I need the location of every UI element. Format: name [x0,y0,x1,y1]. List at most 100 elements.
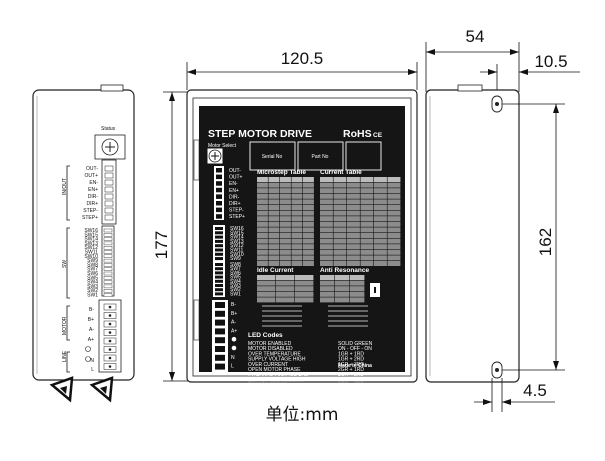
front-sw-label: SW2 [230,287,241,293]
table-cell [320,221,333,227]
table-cell [374,205,387,210]
left-inout-pin-label: DIR- [88,194,99,200]
table-cell [268,188,280,194]
front-inout-pin-label: STEP- [229,208,244,214]
front-terminal-screw [216,194,222,199]
table-cell [268,216,280,222]
table-cell [276,275,295,280]
dip-switch [215,231,223,235]
led-row-label: MOTOR DISABLED [248,346,293,352]
table-cell [303,205,314,210]
table-cell [291,177,303,182]
front-sw-label: SW11 [230,248,243,254]
table-cell [347,255,360,261]
table-cell [276,286,295,292]
part-box [297,141,344,171]
front-sw-label: SW16 [230,226,244,232]
table-cell [320,297,335,303]
table-cell [320,205,333,210]
switch-slot [103,280,113,284]
table-cell [280,216,291,222]
front-power-terminal [215,337,225,344]
microstep-table [257,177,314,266]
left-side-view: Status OUT-OUT+EN-EN+DIR-DIR+STEP-STEP+ … [32,84,135,403]
front-inout-connector [214,166,224,220]
switch-slot [103,228,113,233]
table-cell [257,182,268,188]
front-inout-pin-label: EN- [229,181,238,187]
table-cell [333,210,347,216]
table-cell [295,286,314,292]
table-cell [257,275,276,280]
table-cell [335,297,350,303]
dip-switch [215,244,223,248]
front-sw-label: SW8 [230,262,241,268]
table-cell [387,205,401,210]
table-cell [303,216,314,222]
front-sw-label: SW3 [230,283,241,289]
table-cell [303,249,314,255]
dip-switch [215,227,223,230]
left-line-pin-label: L [91,367,94,373]
front-power-terminal [215,328,225,335]
left-sw-pin-label: SW2 [87,288,98,294]
table-cell [333,255,347,261]
table-cell [320,193,333,199]
table-cell [347,227,360,233]
front-sw-switches [213,225,225,297]
table-cell [291,221,303,227]
left-sw-pin-label: SW13 [84,241,98,247]
table-cell [333,221,347,227]
table-cell [257,193,268,199]
left-sw-pin-label: SW12 [84,245,98,251]
table-cell [320,249,333,255]
left-inout-pin-label: EN- [89,180,98,186]
table-cell [387,193,401,199]
table-cell [257,210,268,216]
led-row-code: 1GR + 3RD [338,362,364,368]
table-cell [291,261,303,266]
left-sw-pin-label: SW10 [84,254,98,260]
front-power-terminal [215,319,225,326]
table-cell [347,238,360,244]
table-cell [333,205,347,210]
table-cell [276,297,295,303]
table-cell [333,249,347,255]
left-motor-pin-label: B+ [88,317,94,323]
terminal-slot [104,186,114,193]
dip-switch [215,288,223,292]
dip-switch [215,239,223,243]
dim-side-offset: 10.5 [534,52,567,71]
table-cell [360,188,374,194]
dip-switch [215,257,223,261]
right-view-body [425,89,520,383]
front-power-terminal [215,346,225,352]
table-cell [347,182,360,188]
blank-box [345,141,382,171]
table-cell [374,216,387,222]
switch-slot [103,263,113,267]
table-cell [268,210,280,216]
table-cell [374,261,387,266]
front-inout-pin-label: EN+ [229,188,239,194]
table-cell [320,233,333,238]
table-cell [320,199,333,205]
table-cell [347,177,360,182]
table-cell [303,182,314,188]
table-cell [268,193,280,199]
table-cell [387,188,401,194]
terminal-slot [104,172,114,179]
switch-slot [103,276,113,280]
table-cell [333,233,347,238]
table-cell [291,249,303,255]
table-cell [257,227,268,233]
table-cell [303,255,314,261]
left-inout-pin-label: OUT+ [85,173,99,179]
front-inout-pin-label: OUT- [229,168,241,174]
table-cell [320,286,335,292]
front-terminal-screw [216,214,222,219]
table-cell [268,255,280,261]
table-cell [360,205,374,210]
front-title: STEP MOTOR DRIVE [208,128,312,140]
table-cell [387,244,401,250]
